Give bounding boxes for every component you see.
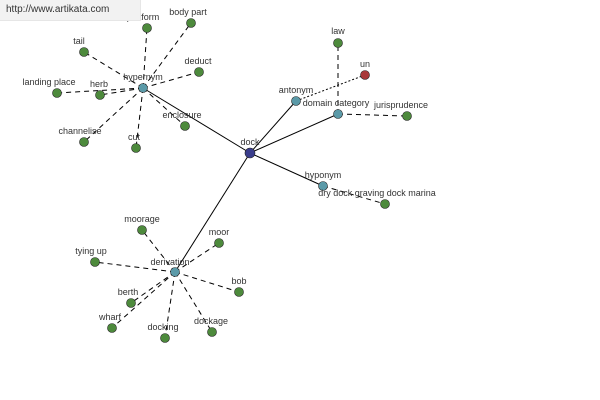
graph-edges bbox=[56, 22, 408, 339]
leaf-node-enclosure[interactable] bbox=[180, 121, 190, 131]
leaf-label-wharf[interactable]: wharf bbox=[98, 312, 122, 322]
leaf-node-moorage[interactable] bbox=[137, 225, 147, 235]
edge-derivation-bob bbox=[174, 271, 240, 293]
leaf-node-body-part[interactable] bbox=[186, 18, 196, 28]
relation-node-derivation[interactable] bbox=[170, 267, 180, 277]
leaf-node-moor[interactable] bbox=[214, 238, 224, 248]
leaf-label-law[interactable]: law bbox=[331, 26, 345, 36]
graph-nodes bbox=[52, 18, 412, 343]
leaf-label-jurisprudence[interactable]: jurisprudence bbox=[373, 100, 428, 110]
leaf-label-landing-place[interactable]: landing place bbox=[22, 77, 75, 87]
leaf-label-moorage[interactable]: moorage bbox=[124, 214, 160, 224]
relation-node-hypernym[interactable] bbox=[138, 83, 148, 93]
edge-hypernym-enclosure bbox=[142, 87, 186, 127]
leaf-label-docking[interactable]: docking bbox=[147, 322, 178, 332]
leaf-node-herb[interactable] bbox=[95, 90, 105, 100]
leaf-node-law[interactable] bbox=[333, 38, 343, 48]
leaf-node-un[interactable] bbox=[360, 70, 370, 80]
relation-label-antonym[interactable]: antonym bbox=[279, 85, 314, 95]
edge-hypernym-body-part bbox=[142, 22, 192, 89]
edge-center-hyponym bbox=[249, 152, 324, 187]
leaf-label-un[interactable]: un bbox=[360, 59, 370, 69]
leaf-label-herb[interactable]: herb bbox=[90, 79, 108, 89]
leaf-label-platform[interactable]: platform bbox=[127, 12, 160, 22]
relation-node-domain-category[interactable] bbox=[333, 109, 343, 119]
leaf-label-deduct[interactable]: deduct bbox=[184, 56, 212, 66]
leaf-label-body-part[interactable]: body part bbox=[169, 7, 207, 17]
relation-label-domain-category[interactable]: domain category bbox=[303, 98, 370, 108]
edge-hypernym-platform bbox=[142, 27, 148, 89]
leaf-node-cut[interactable] bbox=[131, 143, 141, 153]
relation-node-antonym[interactable] bbox=[291, 96, 301, 106]
leaf-node-docking[interactable] bbox=[160, 333, 170, 343]
leaf-node-bob[interactable] bbox=[234, 287, 244, 297]
leaf-node-tying-up[interactable] bbox=[90, 257, 100, 267]
edge-hypernym-channelise bbox=[83, 87, 144, 143]
leaf-node-wharf[interactable] bbox=[107, 323, 117, 333]
leaf-label-tying-up[interactable]: tying up bbox=[75, 246, 107, 256]
leaf-node-jurisprudence[interactable] bbox=[402, 111, 412, 121]
leaf-label-cut[interactable]: cut bbox=[128, 132, 141, 142]
edge-derivation-wharf bbox=[111, 271, 176, 329]
edge-center-derivation bbox=[174, 152, 251, 273]
leaf-node-landing-place[interactable] bbox=[52, 88, 62, 98]
leaf-node-channelise[interactable] bbox=[79, 137, 89, 147]
edge-derivation-dockage bbox=[174, 271, 213, 333]
edge-hypernym-cut bbox=[135, 87, 144, 149]
leaf-label-bob[interactable]: bob bbox=[231, 276, 246, 286]
center-label-dock[interactable]: dock bbox=[240, 137, 260, 147]
leaf-label-dry-dock-graving-dock-marina[interactable]: dry dock graving dock marina bbox=[318, 188, 436, 198]
edge-center-domain-category bbox=[249, 113, 339, 154]
leaf-node-dry-dock-graving-dock-marina[interactable] bbox=[380, 199, 390, 209]
edge-center-antonym bbox=[249, 100, 297, 154]
edge-domain-category-jurisprudence bbox=[337, 113, 408, 117]
edge-antonym-un bbox=[295, 74, 366, 102]
leaf-label-moor[interactable]: moor bbox=[209, 227, 230, 237]
relation-label-derivation[interactable]: derivation bbox=[150, 257, 189, 267]
relation-label-hyponym[interactable]: hyponym bbox=[305, 170, 342, 180]
leaf-node-platform[interactable] bbox=[142, 23, 152, 33]
leaf-node-berth[interactable] bbox=[126, 298, 136, 308]
edge-derivation-docking bbox=[164, 271, 176, 339]
leaf-label-tail[interactable]: tail bbox=[73, 36, 85, 46]
source-url[interactable]: http://www.artikata.com bbox=[6, 4, 110, 15]
source-url-box: http://www.artikata.com bbox=[0, 0, 141, 21]
leaf-label-dockage[interactable]: dockage bbox=[194, 316, 228, 326]
relation-node-hyponym[interactable] bbox=[318, 181, 328, 191]
edge-hypernym-deduct bbox=[142, 71, 200, 89]
graph-labels: dock hypernym platform body part tail deduct l… bbox=[22, 7, 435, 332]
edge-hyponym-dry-dock-graving-dock-marina bbox=[322, 185, 386, 205]
center-node-dock[interactable] bbox=[244, 147, 256, 159]
leaf-node-deduct[interactable] bbox=[194, 67, 204, 77]
leaf-node-dockage[interactable] bbox=[207, 327, 217, 337]
edge-hypernym-tail bbox=[83, 51, 144, 89]
edge-hypernym-herb bbox=[99, 87, 144, 96]
edge-derivation-tying-up bbox=[94, 261, 176, 273]
edge-center-hypernym bbox=[142, 87, 251, 154]
leaf-label-berth[interactable]: berth bbox=[118, 287, 139, 297]
relation-label-hypernym[interactable]: hypernym bbox=[123, 72, 163, 82]
leaf-node-tail[interactable] bbox=[79, 47, 89, 57]
leaf-label-channelise[interactable]: channelise bbox=[58, 126, 101, 136]
leaf-label-enclosure[interactable]: enclosure bbox=[162, 110, 201, 120]
